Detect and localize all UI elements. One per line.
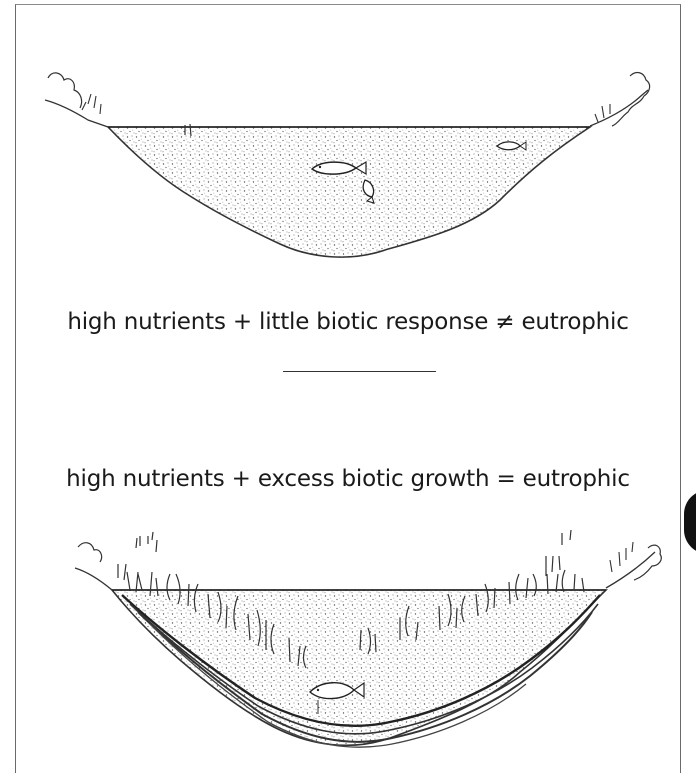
divider-line	[283, 371, 436, 372]
lake-cross-section-eutrophic-icon	[75, 530, 661, 747]
lake-cross-section-clear-icon	[45, 73, 650, 258]
caption-little-biotic-response: high nutrients + little biotic response …	[15, 309, 681, 335]
caption-excess-biotic-growth: high nutrients + excess biotic growth = …	[15, 466, 681, 492]
